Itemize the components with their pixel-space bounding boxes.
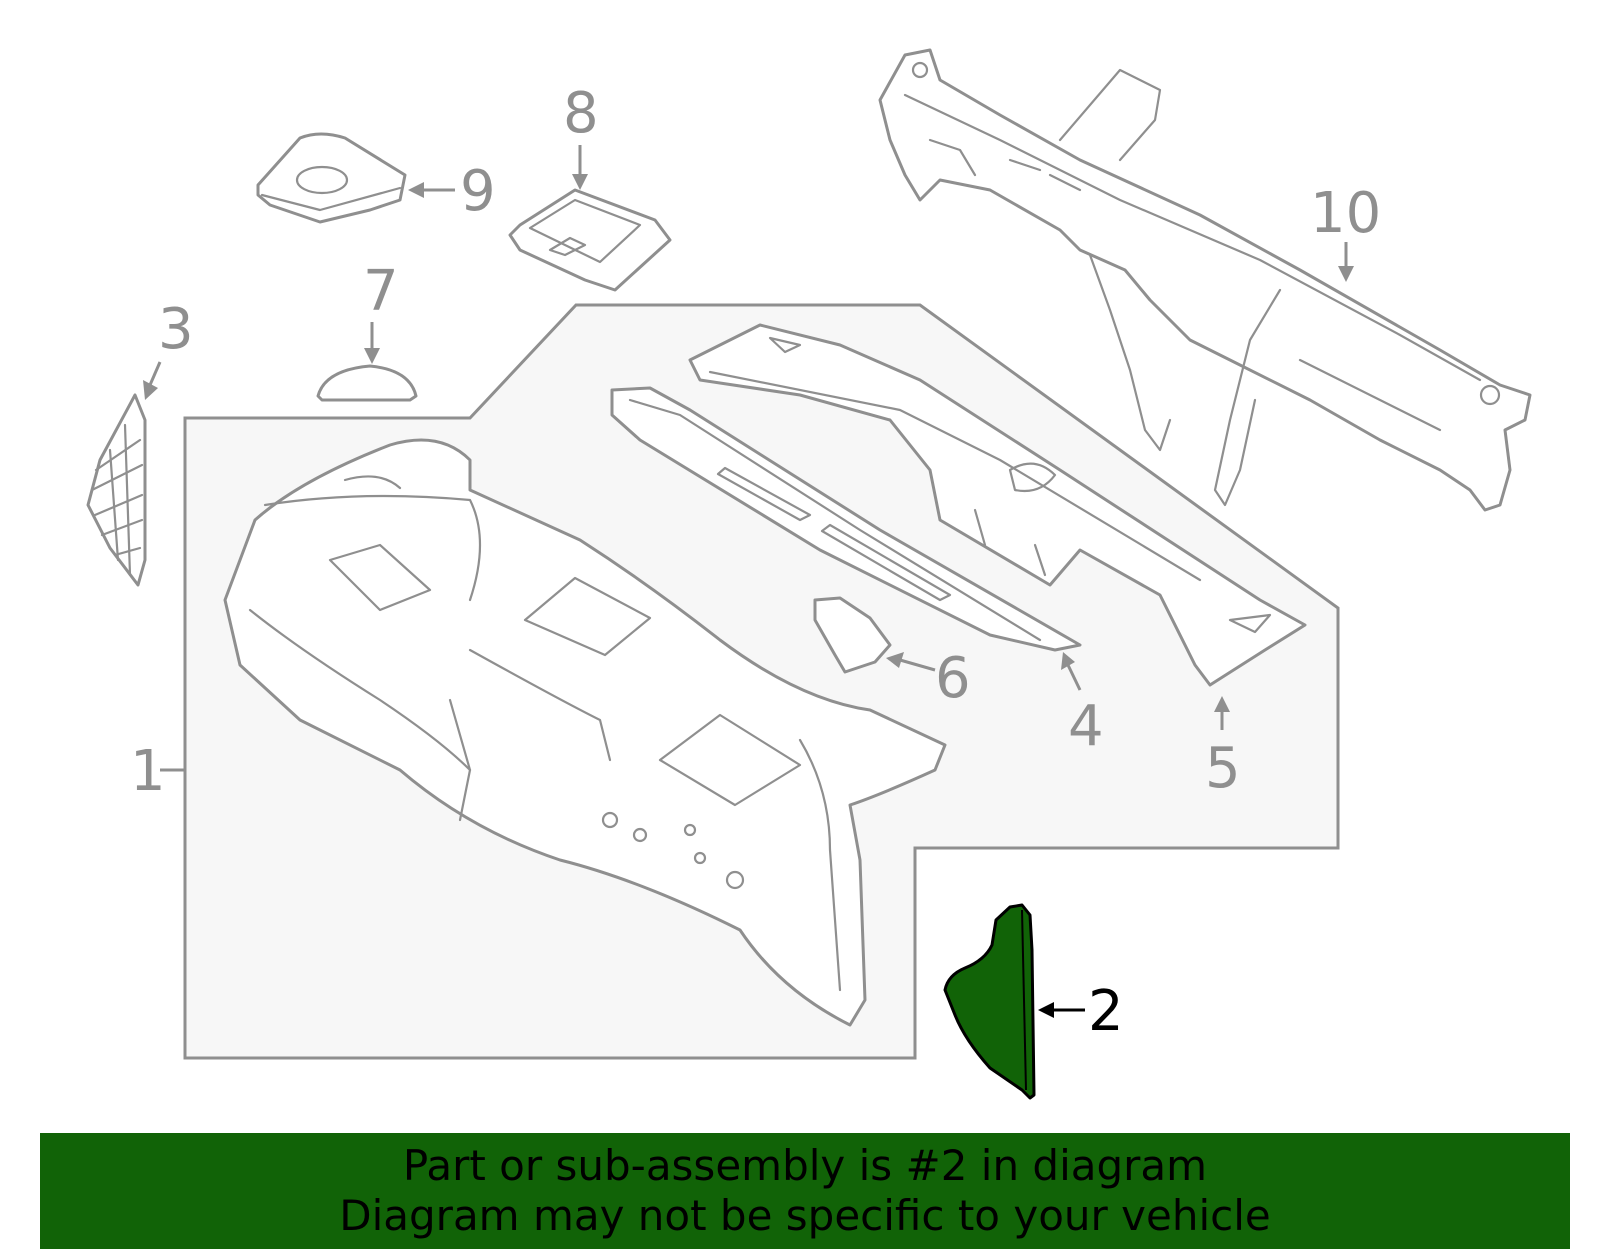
part-4-duct [610,386,1082,652]
part-3-side-bracket [86,393,147,587]
banner-line-2: Diagram may not be specific to your vehi… [339,1191,1271,1240]
callout-3: 3 [158,297,194,362]
info-banner: Part or sub-assembly is #2 in diagram Di… [40,1133,1570,1249]
part-8-bezel [508,188,672,292]
banner-line-1: Part or sub-assembly is #2 in diagram [402,1141,1208,1190]
callout-2: 2 [1088,979,1124,1044]
part-10-cross-beam [878,48,1532,512]
part-5-defroster-panel [688,323,1307,687]
part-2-side-panel [943,903,1036,1100]
callout-6: 6 [935,646,971,711]
callout-2-arrowhead [1038,1002,1054,1018]
part-7-cap [316,364,418,402]
callout-leaders [143,145,1354,772]
part-9-cover [256,132,407,224]
callout-1: 1 [130,739,166,804]
callout-10: 10 [1310,181,1381,246]
callout-8: 8 [563,81,599,146]
callout-9: 9 [460,159,496,224]
part-6-cover [813,596,892,674]
callout-4: 4 [1068,694,1104,759]
callout-7: 7 [363,259,399,324]
callout-5: 5 [1205,736,1241,801]
part-2-edge-detail [1021,909,1027,1091]
part-1-instrument-panel [223,438,947,1027]
